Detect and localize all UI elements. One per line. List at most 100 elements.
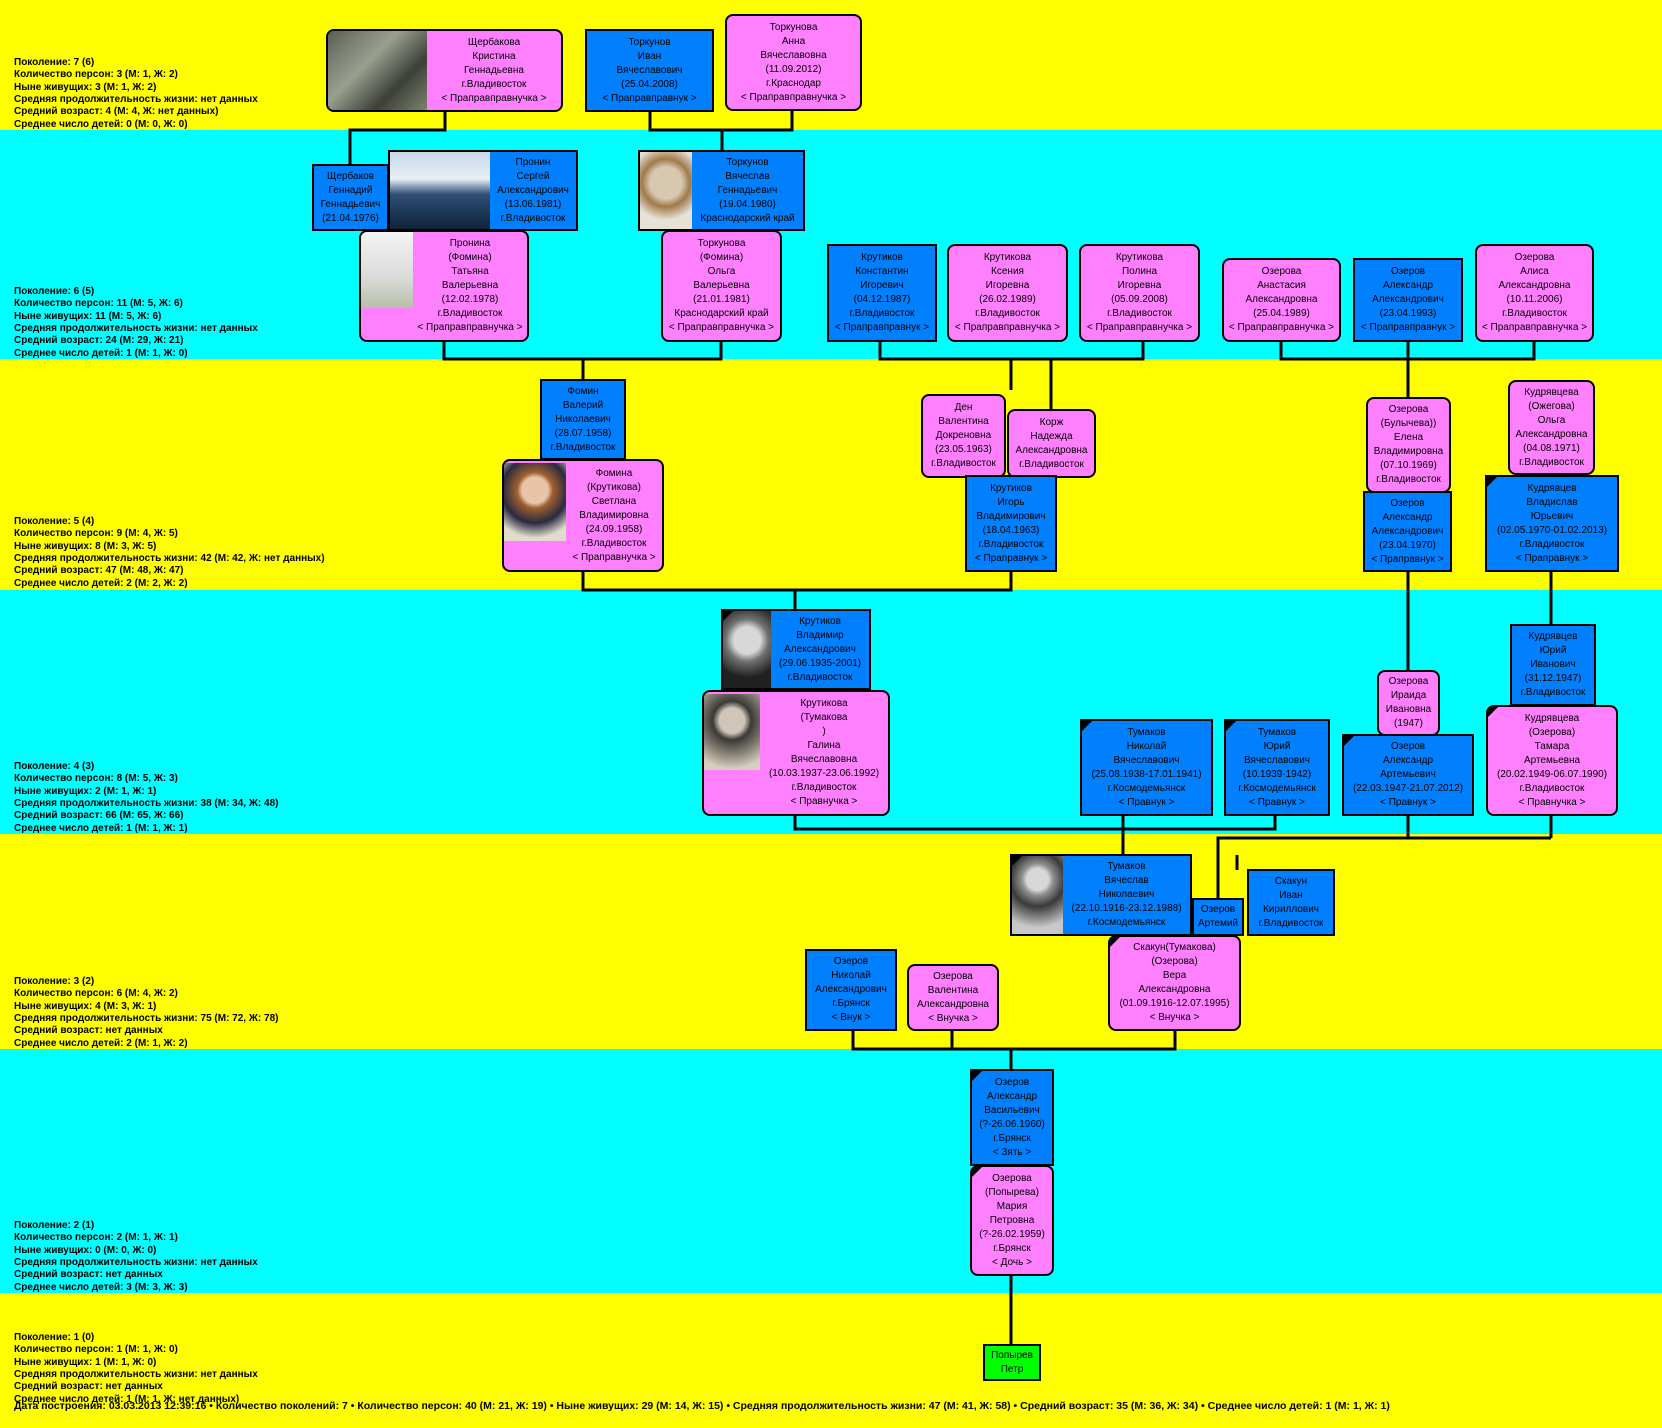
person-line: Владимировна [579, 509, 649, 521]
person-line: Геннадьевич [320, 198, 381, 210]
person-line: < Праправнук > [1515, 552, 1589, 564]
person-line: Скакун(Тумакова) [1133, 942, 1216, 953]
stat-line: Поколение: 2 (1) [14, 1219, 95, 1231]
person-line: Кудрявцева [1524, 386, 1579, 398]
person-line: г.Космодемьянск [1107, 782, 1186, 794]
stat-line: Поколение: 6 (5) [14, 285, 95, 297]
person-line: (10.03.1937-23.06.1992) [768, 768, 880, 779]
person-line: (23.04.1970) [1379, 539, 1436, 551]
generation-stats-7: Поколение: 7 (6)Количество персон: 3 (М:… [14, 32, 258, 144]
person-line: Озерова [1514, 252, 1555, 263]
person-line: Александрович [497, 184, 569, 196]
person-line: (Булычева)) [1380, 418, 1437, 429]
person-line: г.Владивосток [978, 538, 1044, 550]
stat-line: Ныне живущих: 0 (М: 0, Ж: 0) [14, 1244, 157, 1256]
person-line: г.Владивосток [849, 308, 915, 319]
person-line: Иванович [1530, 659, 1576, 670]
stat-line: Количество персон: 8 (М: 5, Ж: 3) [14, 773, 178, 785]
stat-line: Средняя продолжительность жизни: 75 (М: … [14, 1013, 279, 1025]
person-line: Вячеславович [1113, 754, 1180, 766]
person-line: Озерова [933, 970, 973, 982]
person-line: Юрий [1263, 740, 1291, 752]
person-line: Александр [1382, 511, 1433, 523]
person-line: Озеров [833, 956, 869, 967]
stat-line: Средний возраст: 66 (М: 65, Ж: 66) [14, 810, 184, 822]
person-line: Игоревна [1117, 280, 1162, 291]
person-line: Александровна [1245, 294, 1318, 305]
woman-portrait-photo [504, 463, 566, 541]
stat-line: Средний возраст: нет данных [14, 1269, 163, 1281]
person-line: Алиса [1520, 266, 1549, 277]
person-line: (11.09.2012) [765, 63, 822, 75]
person-line: Крутиков [799, 615, 841, 627]
person-line: ) [822, 726, 826, 737]
person-line: (Крутикова) [587, 481, 641, 493]
generation-band-2 [0, 1049, 1662, 1293]
deceased-marker-icon [723, 611, 733, 621]
person-line: (19.04.1980) [719, 198, 776, 210]
person-line: Крутиков [990, 482, 1032, 494]
person-line: Васильевич [984, 1104, 1040, 1116]
stat-line: Поколение: 3 (2) [14, 975, 95, 987]
stat-line: Поколение: 7 (6) [14, 56, 95, 68]
person-line: г.Владивосток [1520, 687, 1586, 698]
person-line: г.Владивосток [1519, 782, 1585, 794]
person-line: < Праправправнук > [1360, 322, 1456, 333]
stat-line: Средняя продолжительность жизни: нет дан… [14, 323, 258, 335]
person-line: г.Владивосток [975, 308, 1040, 319]
stat-line: Среднее число детей: 2 (М: 1, Ж: 2) [14, 1037, 188, 1049]
person-line: Артемьевна [1523, 754, 1581, 766]
build-summary-footer: Дата построения: 03.03.2013 12:39:16 • К… [14, 1400, 1390, 1412]
person-line: г.Владивосток [581, 537, 647, 549]
person-line: (24.09.1958) [585, 523, 643, 535]
stat-line: Количество персон: 11 (М: 5, Ж: 6) [14, 298, 183, 310]
deceased-marker-icon [1082, 721, 1092, 731]
deceased-marker-icon [1110, 937, 1120, 947]
person-line: Валерьевна [441, 280, 499, 291]
person-line: < Зять > [992, 1146, 1032, 1158]
person-line: (01.09.1916-12.07.1995) [1119, 998, 1230, 1009]
stat-line: Ныне живущих: 3 (М: 1, Ж: 2) [14, 81, 157, 93]
person-line: (Фомина) [448, 252, 492, 263]
